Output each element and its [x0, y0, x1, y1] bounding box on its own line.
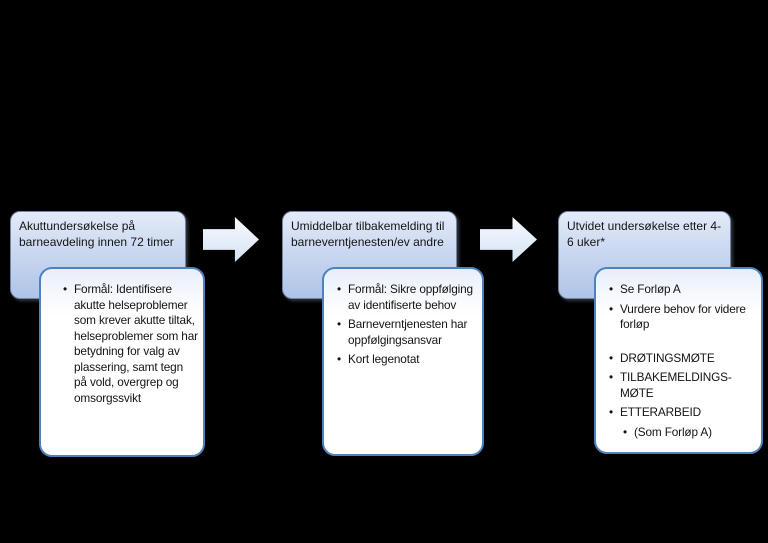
flow-arrow-right-icon [480, 217, 537, 262]
bullet-item: ETTERARBEID [609, 405, 753, 421]
bullet-item: Barneverntjenesten har oppfølgingsansvar [337, 317, 474, 348]
bullet-item: Kort legenotat [337, 352, 474, 368]
stage-box-title: Umiddelbar tilbakemelding til barnevernt… [291, 219, 445, 249]
flow-arrow-right-icon [203, 217, 259, 262]
bullet-item: Se Forløp A [609, 282, 753, 298]
bullet-item: Vurdere behov for videre forløp [609, 302, 753, 333]
stage-box-title: Akuttundersøkelse på barneavdeling innen… [19, 219, 174, 249]
bullet-item: DRØTINGSMØTE [609, 351, 753, 367]
stage-box-title: Utvidet undersøkelse etter 4-6 uker* [567, 219, 722, 249]
detail-callout-acute-exam: Formål: Identifisere akutte helseproblem… [39, 267, 205, 457]
bullet-item: Formål: Identifisere akutte helseproblem… [63, 282, 198, 407]
bullet-spacer [609, 337, 753, 351]
stage-box-feedback: Umiddelbar tilbakemelding til barnevernt… [282, 211, 457, 299]
bullet-list: Formål: Sikre oppfølging av identifisert… [324, 269, 482, 368]
detail-callout-feedback: Formål: Sikre oppfølging av identifisert… [322, 267, 484, 456]
bullet-list: Se Forløp A Vurdere behov for videre for… [596, 269, 761, 441]
bullet-item: TILBAKEMELDINGS-MØTE [609, 370, 753, 401]
detail-callout-extended-exam: Se Forløp A Vurdere behov for videre for… [594, 267, 763, 454]
bullet-item: Formål: Sikre oppfølging av identifisert… [337, 282, 474, 313]
sub-bullet-item: (Som Forløp A) [623, 425, 753, 441]
bullet-list: Formål: Identifisere akutte helseproblem… [41, 269, 203, 407]
